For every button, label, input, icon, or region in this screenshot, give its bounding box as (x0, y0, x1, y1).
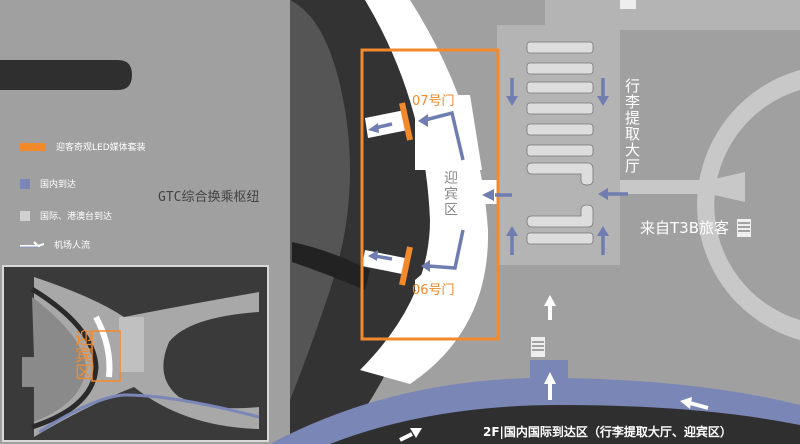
gtc-label: GTC综合换乘枢纽 (158, 190, 260, 205)
t3b-link-flare (710, 172, 745, 202)
legend-flow: 机场人流 (20, 238, 90, 251)
gate07-label: 07号门 (412, 94, 455, 109)
people-flow-arrows (399, 295, 709, 442)
baggage-carousels (526, 41, 594, 245)
lower-dark-area (330, 405, 800, 444)
led-gate06 (399, 246, 413, 286)
t3b-ring-road (697, 70, 800, 340)
welcome-area-floor (415, 95, 482, 290)
welcome-area-label: 迎宾区 (442, 170, 458, 218)
legend-intl: 国际、港澳台到达 (20, 209, 112, 222)
blue-square-swatch (20, 178, 30, 189)
terminal-inner-zone (290, 0, 350, 400)
corridor-shadow (292, 242, 370, 290)
overview-map-shapes (22, 277, 260, 437)
gate06-label: 06号门 (412, 283, 455, 298)
legend-label: 国内到达 (40, 180, 77, 190)
light-gray-square-swatch (20, 210, 30, 221)
legend-label: 机场人流 (54, 241, 91, 251)
legend-domestic: 国内到达 (20, 177, 76, 190)
gtc-building-block (0, 60, 132, 90)
legend-label: 迎客奇观LED媒体套装 (56, 143, 146, 153)
stair-icon (620, 0, 636, 9)
stair-icon (531, 337, 545, 357)
led-gate07 (399, 102, 413, 141)
upper-corridor (545, 0, 800, 30)
from-t3b-label: 来自T3B旅客 (640, 219, 729, 237)
t3b-link (620, 180, 730, 194)
legend-label: 国际、港澳台到达 (40, 212, 113, 222)
bottom-area-label: 2F|国内国际到达区（行李提取大厅、迎宾区） (483, 425, 732, 439)
baggage-hall-label: 行李提取大厅 (623, 78, 641, 174)
white-arrow-icon (20, 240, 44, 247)
orange-bar-swatch (20, 142, 46, 151)
stair-icon (737, 219, 751, 237)
inset-welcome-area-label: 迎宾区 (71, 329, 91, 380)
legend-led: 迎客奇观LED媒体套装 (20, 140, 146, 153)
overview-inset-map: 迎宾区 (2, 265, 269, 442)
